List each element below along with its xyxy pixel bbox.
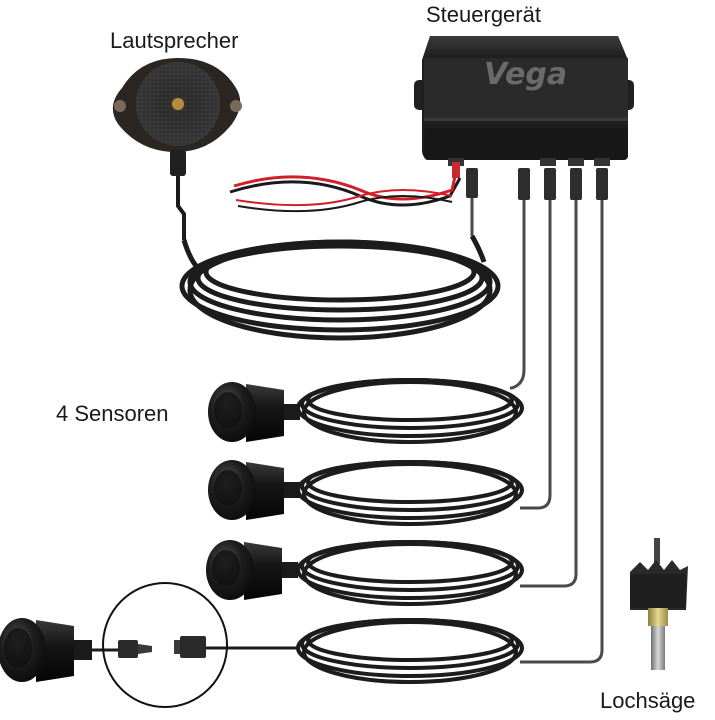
control-unit-brand: Vega bbox=[484, 57, 567, 92]
power-lead bbox=[229, 171, 462, 213]
hole-saw-icon bbox=[630, 538, 688, 670]
sensor-1 bbox=[208, 382, 300, 442]
sensor-3 bbox=[206, 540, 298, 600]
control-unit-plugs bbox=[452, 162, 608, 200]
sensor-leads bbox=[470, 198, 604, 664]
label-control-unit: Steuergerät bbox=[426, 2, 541, 27]
speaker bbox=[112, 58, 242, 240]
sensor-2 bbox=[208, 460, 300, 520]
sensor-4 bbox=[0, 618, 92, 682]
zoom-circle-icon bbox=[102, 582, 228, 708]
control-unit: Vega bbox=[414, 36, 634, 166]
label-speaker: Lautsprecher bbox=[110, 28, 239, 53]
sensor-cable-coils bbox=[296, 378, 524, 684]
label-sensors: 4 Sensoren bbox=[56, 401, 169, 426]
label-hole-saw: Lochsäge bbox=[600, 688, 696, 713]
speaker-cable-coil bbox=[179, 234, 501, 341]
